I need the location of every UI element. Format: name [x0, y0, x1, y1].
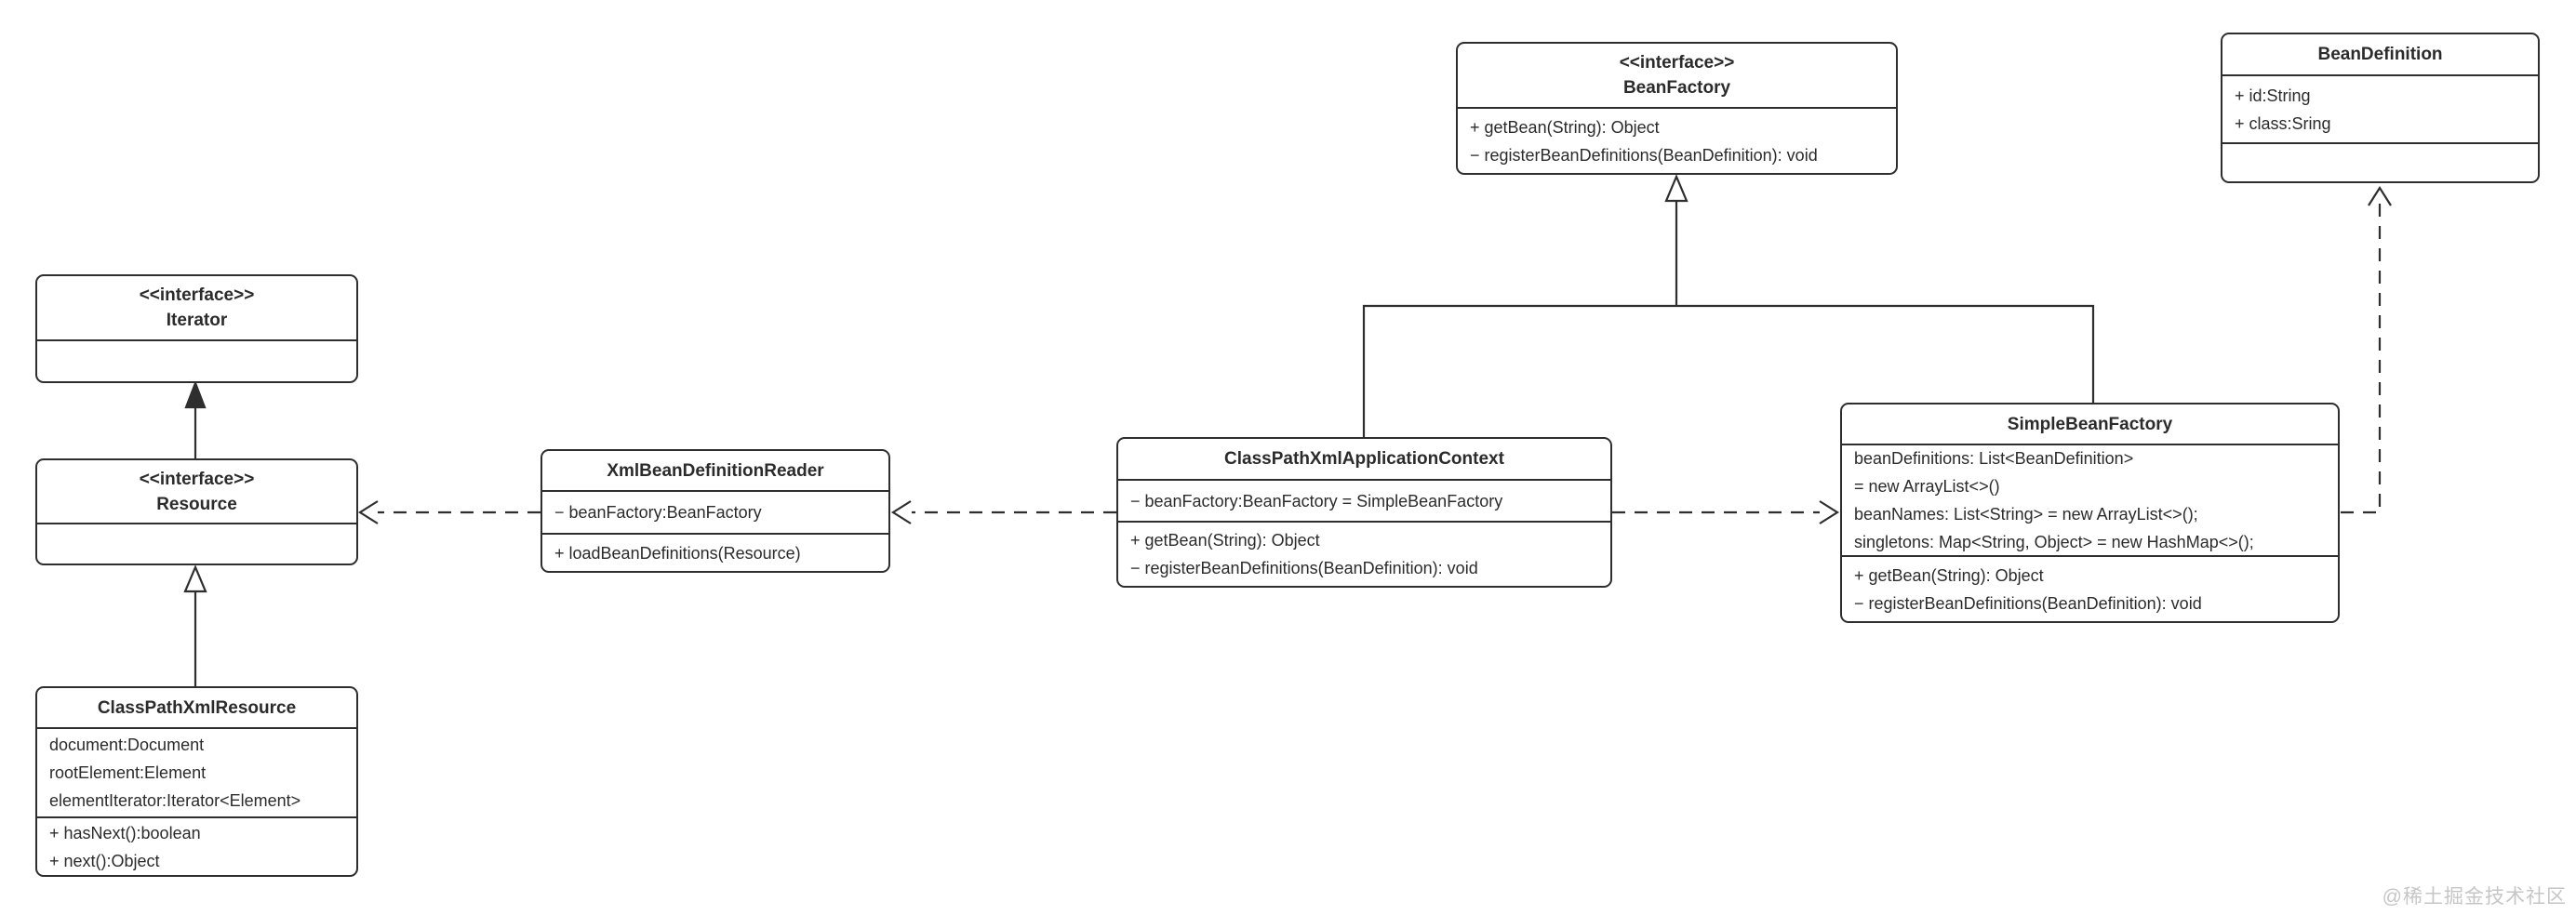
- stereotype-label: <<interface>>: [139, 469, 255, 489]
- class-box-resource: <<interface>> Resource: [35, 458, 358, 565]
- methods-section: + getBean(String): Object − registerBean…: [1842, 555, 2338, 621]
- method: − registerBeanDefinitions(BeanDefinition…: [1470, 145, 1818, 165]
- empty-compartment: [37, 339, 356, 381]
- empty-compartment: [37, 523, 356, 564]
- class-name: BeanDefinition: [2317, 45, 2443, 64]
- class-title-section: <<interface>> Resource: [37, 460, 356, 523]
- methods-section: + getBean(String): Object − registerBean…: [1118, 521, 1610, 586]
- attribute: document:Document: [49, 736, 205, 754]
- class-title-section: ClassPathXmlApplicationContext: [1118, 439, 1610, 479]
- class-name: BeanFactory: [1622, 78, 1731, 98]
- class-box-simplebeanfactory: SimpleBeanFactory beanDefinitions: List<…: [1840, 403, 2340, 623]
- attributes-section: − beanFactory:BeanFactory: [542, 490, 888, 533]
- methods-section: + getBean(String): Object − registerBean…: [1458, 107, 1896, 173]
- attribute: beanNames: List<String> = new ArrayList<…: [1854, 505, 2198, 524]
- attributes-section: document:Document rootElement:Element el…: [37, 727, 356, 816]
- class-title-section: ClassPathXmlResource: [37, 688, 356, 727]
- generalization-branch-to-beanfactory: [1362, 174, 2095, 437]
- class-title-section: BeanDefinition: [2222, 34, 2538, 74]
- attribute: − beanFactory:BeanFactory: [554, 503, 762, 522]
- method: + getBean(String): Object: [1130, 531, 1320, 550]
- method: + hasNext():boolean: [49, 823, 201, 842]
- generalization-arrow-classpathxmlresource-to-resource: [183, 564, 207, 686]
- watermark-text: @稀土掘金技术社区: [2382, 886, 2567, 908]
- attribute: elementIterator:Iterator<Element>: [49, 791, 301, 810]
- dependency-arrow-simplebeanfactory-to-beandefinition: [2341, 185, 2392, 514]
- attribute: beanDefinitions: List<BeanDefinition>: [1854, 449, 2134, 468]
- class-title-section: <<interface>> Iterator: [37, 276, 356, 339]
- class-box-classpathxmlapplicationcontext: ClassPathXmlApplicationContext − beanFac…: [1116, 437, 1612, 588]
- method: + getBean(String): Object: [1470, 117, 1660, 137]
- class-box-beandefinition: BeanDefinition + id:String + class:Sring: [2221, 33, 2540, 183]
- class-name: XmlBeanDefinitionReader: [607, 460, 824, 481]
- class-name: ClassPathXmlApplicationContext: [1224, 449, 1504, 469]
- method: − registerBeanDefinitions(BeanDefinition…: [1854, 593, 2202, 613]
- class-box-classpathxmlresource: ClassPathXmlResource document:Document r…: [35, 686, 358, 877]
- attributes-section: beanDefinitions: List<BeanDefinition> = …: [1842, 444, 2338, 555]
- method: − registerBeanDefinitions(BeanDefinition…: [1130, 559, 1478, 577]
- class-name: SimpleBeanFactory: [2007, 414, 2173, 434]
- method: + getBean(String): Object: [1854, 565, 2044, 585]
- class-title-section: XmlBeanDefinitionReader: [542, 451, 888, 490]
- class-box-beanfactory: <<interface>> BeanFactory + getBean(Stri…: [1456, 42, 1898, 175]
- attribute: − beanFactory:BeanFactory = SimpleBeanFa…: [1130, 491, 1503, 511]
- class-name: Resource: [156, 494, 237, 514]
- empty-compartment: [2222, 142, 2538, 181]
- method: + next():Object: [49, 851, 160, 870]
- stereotype-label: <<interface>>: [139, 285, 255, 305]
- class-box-iterator: <<interface>> Iterator: [35, 274, 358, 383]
- attributes-section: − beanFactory:BeanFactory = SimpleBeanFa…: [1118, 479, 1610, 521]
- realization-arrow-resource-to-iterator: [184, 379, 207, 458]
- dependency-arrow-reader-to-resource: [357, 500, 541, 524]
- attribute: + id:String: [2235, 86, 2311, 105]
- methods-section: + loadBeanDefinitions(Resource): [542, 533, 888, 571]
- attribute: rootElement:Element: [49, 763, 207, 782]
- class-name: ClassPathXmlResource: [97, 697, 297, 718]
- method: + loadBeanDefinitions(Resource): [554, 543, 801, 563]
- class-title-section: SimpleBeanFactory: [1842, 404, 2338, 444]
- attribute: + class:Sring: [2235, 113, 2331, 133]
- class-box-xmlbeandefinitionreader: XmlBeanDefinitionReader − beanFactory:Be…: [541, 449, 890, 573]
- class-title-section: <<interface>> BeanFactory: [1458, 44, 1896, 107]
- stereotype-label: <<interface>>: [1619, 53, 1735, 73]
- attribute: = new ArrayList<>(): [1854, 477, 2000, 496]
- dependency-arrow-context-to-simplebeanfactory: [1612, 500, 1840, 524]
- dependency-arrow-context-to-reader: [890, 500, 1116, 524]
- attributes-section: + id:String + class:Sring: [2222, 74, 2538, 142]
- methods-section: + hasNext():boolean + next():Object: [37, 816, 356, 875]
- class-name: Iterator: [166, 311, 228, 330]
- attribute: singletons: Map<String, Object> = new Ha…: [1854, 533, 2254, 551]
